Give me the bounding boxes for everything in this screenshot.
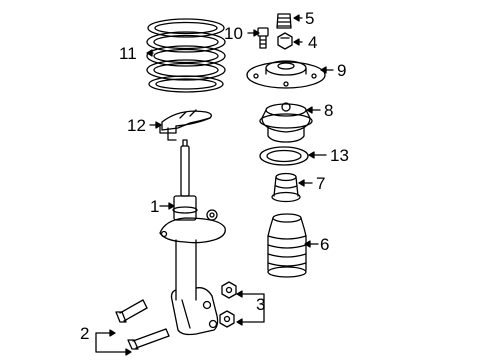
upper-mount [246,60,326,89]
strut-absorber [159,139,226,336]
callout-5: 5 [305,9,314,28]
lower-nuts [219,281,237,328]
callout-13: 13 [330,146,349,165]
top-nut [277,32,293,50]
mount-bolt [257,27,269,49]
strut-bearing [259,102,313,143]
callout-3: 3 [256,295,265,314]
callout-4: 4 [308,33,317,52]
callout-6: 6 [320,235,329,254]
callout-10: 10 [224,24,243,43]
lower-bolts [115,299,170,350]
bump-cap [276,13,292,29]
callout-2: 2 [80,324,89,343]
callout-labels: 1 2 3 4 5 6 7 8 9 10 11 12 13 [80,9,349,343]
callout-11: 11 [119,44,137,63]
leader-arrowheads [109,14,327,356]
dust-boot [267,213,307,278]
coil-spring [146,18,226,93]
spring-insulator-ring [259,146,309,166]
spring-seat [159,109,212,141]
callout-7: 7 [316,174,325,193]
callout-1: 1 [150,197,159,216]
callout-8: 8 [324,101,333,120]
callout-12: 12 [127,116,146,135]
jounce-bumper [271,172,301,203]
callout-9: 9 [337,61,346,80]
